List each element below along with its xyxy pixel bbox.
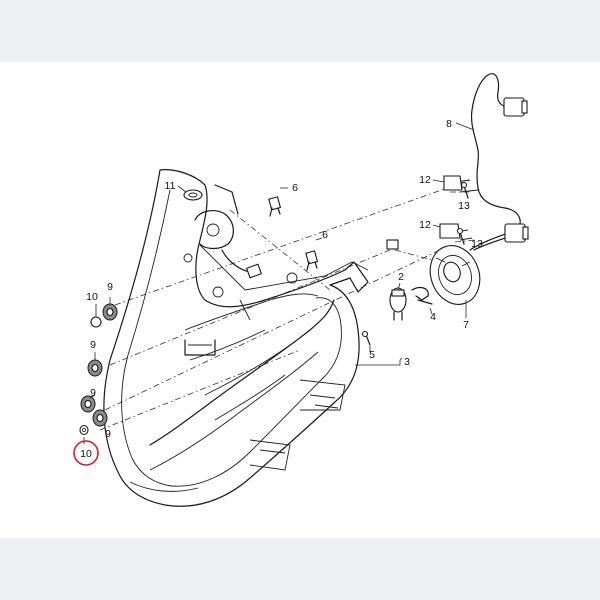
bulb <box>389 287 407 321</box>
callout-6-lower: 6 <box>322 229 328 241</box>
top-gray-band <box>0 0 600 62</box>
callout-2: 2 <box>398 271 404 283</box>
leader-lines <box>83 122 475 444</box>
clip-parts <box>439 175 463 239</box>
bulb-clip <box>411 286 433 305</box>
callout-6-upper: 6 <box>292 182 298 194</box>
highlight-circle <box>73 440 99 466</box>
callout-3: 3 <box>404 356 410 368</box>
socket-cover <box>429 245 481 305</box>
screw-parts <box>456 181 469 245</box>
screw-5 <box>361 330 371 346</box>
callout-4: 4 <box>430 311 436 323</box>
callout-8: 8 <box>446 118 452 130</box>
callout-12-upper: 12 <box>419 174 431 186</box>
callout-10-highlighted: 10 <box>80 448 92 460</box>
damper-parts <box>79 303 118 436</box>
diagram-panel <box>0 62 600 538</box>
callout-11: 11 <box>165 180 176 192</box>
grommet <box>183 189 203 201</box>
position-bulbs <box>268 196 399 271</box>
callout-13-lower: 13 <box>471 238 483 250</box>
wire-harness <box>454 73 529 251</box>
bottom-gray-band <box>0 538 600 600</box>
alignment-lines <box>99 179 476 431</box>
callout-5: 5 <box>369 349 375 361</box>
callout-10-top: 10 <box>86 291 98 303</box>
callout-9-top: 9 <box>107 281 113 293</box>
headlight-housing <box>103 169 369 507</box>
callout-7: 7 <box>463 319 469 331</box>
callout-9-mid: 9 <box>90 339 96 351</box>
callout-labels: 8 11 6 6 12 13 12 13 2 4 7 5 3 9 10 9 9 … <box>80 118 483 460</box>
callout-12-lower: 12 <box>419 219 431 231</box>
callout-9-lower: 9 <box>90 387 96 399</box>
callout-9-low: 9 <box>105 428 111 440</box>
callout-13-upper: 13 <box>458 200 470 212</box>
